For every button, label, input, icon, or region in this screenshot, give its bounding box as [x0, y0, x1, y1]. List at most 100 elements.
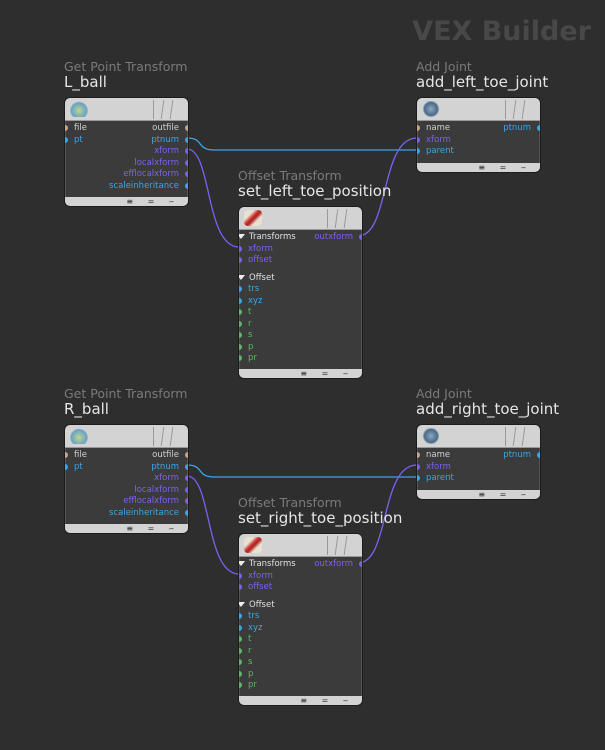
- input-port-t-connector[interactable]: [239, 309, 242, 315]
- node-header[interactable]: [239, 534, 362, 557]
- port-group-offset[interactable]: Offset: [239, 273, 275, 283]
- output-port-ptnum-connector[interactable]: [537, 125, 540, 131]
- input-port-offset-connector[interactable]: [239, 584, 242, 590]
- input-port-file: file: [74, 450, 87, 460]
- output-port-outfile: outfile: [152, 123, 179, 133]
- input-port-t: t: [248, 307, 252, 317]
- output-port-ptnum-connector[interactable]: [185, 136, 188, 143]
- node-name-label[interactable]: L_ball: [64, 73, 107, 91]
- input-port-xform: xform: [248, 243, 273, 254]
- input-port-pt-connector[interactable]: [65, 136, 68, 143]
- input-port-offset-connector[interactable]: [239, 257, 242, 263]
- wire-outxform-to-joint-xform[interactable]: [357, 464, 418, 564]
- node-flags-bar[interactable]: [153, 100, 180, 119]
- node-flags-bar[interactable]: [327, 209, 354, 228]
- output-port-localxform-connector[interactable]: [185, 159, 188, 166]
- input-port-trs-connector[interactable]: [239, 613, 242, 619]
- input-port-xform-connector[interactable]: [417, 463, 420, 470]
- input-port-xyz-connector[interactable]: [239, 297, 242, 304]
- input-port-offset: offset: [248, 255, 273, 265]
- output-port-localxform: localxform: [134, 484, 179, 495]
- output-port-outfile: outfile: [152, 450, 179, 460]
- output-port-outfile-connector[interactable]: [185, 125, 188, 131]
- offset-transform-icon: [244, 537, 262, 553]
- node-name-label[interactable]: add_left_toe_joint: [416, 73, 549, 91]
- input-port-name-connector[interactable]: [417, 452, 420, 458]
- output-port-efflocalxform-connector[interactable]: [185, 498, 188, 504]
- node-flags-bar[interactable]: [153, 427, 180, 446]
- output-port-ptnum: ptnum: [503, 123, 531, 133]
- node-type-label: Get Point Transform: [64, 386, 188, 401]
- node-footer-controls[interactable]: ≡ = ‒: [65, 524, 188, 533]
- node-header[interactable]: [239, 207, 362, 230]
- input-port-xform-connector[interactable]: [239, 572, 242, 579]
- node-header[interactable]: [65, 425, 188, 448]
- input-port-s-connector[interactable]: [239, 659, 242, 665]
- node-name-label[interactable]: set_right_toe_position: [238, 509, 403, 527]
- output-port-localxform-connector[interactable]: [185, 486, 188, 493]
- node-footer-controls[interactable]: ≡ = ‒: [239, 369, 362, 378]
- wire-ptnum-to-parent[interactable]: [186, 464, 417, 478]
- node-name-label[interactable]: add_right_toe_joint: [416, 400, 560, 418]
- input-port-xform-connector[interactable]: [239, 245, 242, 252]
- node-flags-bar[interactable]: [505, 100, 532, 119]
- node-header[interactable]: [65, 98, 188, 121]
- node-footer-controls[interactable]: ≡ = ‒: [65, 197, 188, 206]
- node-name-label[interactable]: R_ball: [64, 400, 109, 418]
- node-footer-controls[interactable]: ≡ = ‒: [417, 163, 540, 172]
- input-port-p-connector[interactable]: [239, 343, 242, 350]
- input-port-parent-connector[interactable]: [417, 475, 420, 481]
- input-port-name-connector[interactable]: [417, 125, 420, 131]
- port-group-transforms[interactable]: Transforms: [239, 559, 296, 569]
- input-port-r-connector[interactable]: [239, 647, 242, 654]
- node-type-label: Offset Transform: [238, 168, 342, 183]
- node-flags-bar[interactable]: [327, 536, 354, 555]
- input-port-s: s: [248, 657, 253, 667]
- node-footer-controls[interactable]: ≡ = ‒: [417, 490, 540, 499]
- node-flags-bar[interactable]: [505, 427, 532, 446]
- output-port-outfile-connector[interactable]: [185, 452, 188, 458]
- output-port-ptnum-connector[interactable]: [185, 463, 188, 470]
- input-port-r-connector[interactable]: [239, 320, 242, 327]
- output-port-ptnum-connector[interactable]: [537, 452, 540, 458]
- input-port-trs-connector[interactable]: [239, 286, 242, 292]
- input-port-pr-connector[interactable]: [239, 682, 242, 688]
- port-group-offset[interactable]: Offset: [239, 600, 275, 610]
- output-port-efflocalxform-connector[interactable]: [185, 171, 188, 177]
- input-port-parent-connector[interactable]: [417, 148, 420, 154]
- port-group-transforms[interactable]: Transforms: [239, 232, 296, 242]
- output-port-outxform-connector[interactable]: [359, 234, 362, 240]
- output-port-outxform-connector[interactable]: [359, 561, 362, 567]
- input-port-t-connector[interactable]: [239, 636, 242, 642]
- wire-xform-to-offset-xform[interactable]: [186, 475, 240, 575]
- output-port-xform-connector[interactable]: [185, 475, 188, 481]
- input-port-pr-connector[interactable]: [239, 355, 242, 361]
- input-port-pt-connector[interactable]: [65, 463, 68, 470]
- input-port-s-connector[interactable]: [239, 332, 242, 338]
- input-port-r: r: [248, 645, 252, 656]
- input-port-xform-connector[interactable]: [417, 136, 420, 143]
- node-footer-controls[interactable]: ≡ = ‒: [239, 696, 362, 705]
- input-port-p-connector[interactable]: [239, 670, 242, 677]
- node-header[interactable]: [417, 425, 540, 448]
- input-port-file-connector[interactable]: [65, 452, 68, 458]
- input-port-xyz-connector[interactable]: [239, 624, 242, 631]
- output-port-scaleinheritance-connector[interactable]: [185, 182, 188, 189]
- node-type-label: Get Point Transform: [64, 59, 188, 74]
- input-port-file-connector[interactable]: [65, 125, 68, 131]
- output-port-xform-connector[interactable]: [185, 148, 188, 154]
- output-port-scaleinheritance-connector[interactable]: [185, 509, 188, 516]
- node-header[interactable]: [417, 98, 540, 121]
- node-name-label[interactable]: set_left_toe_position: [238, 182, 392, 200]
- wire-xform-to-offset-xform[interactable]: [186, 148, 240, 248]
- input-port-xform: xform: [426, 461, 451, 472]
- wire-ptnum-to-parent[interactable]: [186, 137, 417, 151]
- wire-outxform-to-joint-xform[interactable]: [357, 137, 418, 237]
